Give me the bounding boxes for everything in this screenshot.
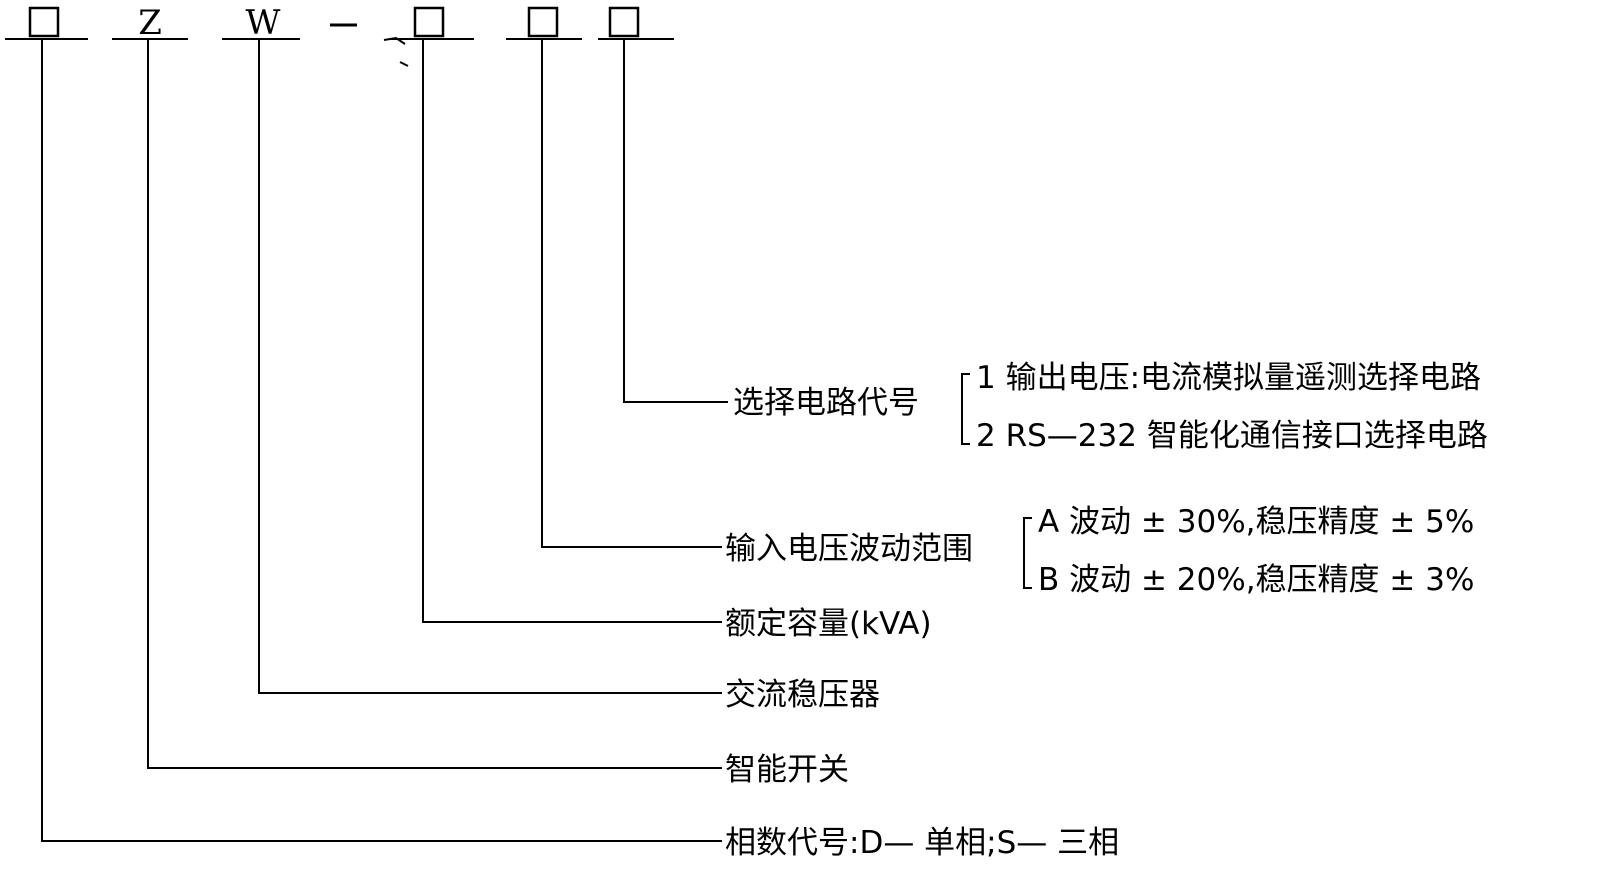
label-w: 交流稳压器 <box>725 677 880 713</box>
option-circuit-1: 1 输出电压:电流模拟量遥测选择电路 <box>976 360 1481 396</box>
option-range-a: A 波动 ± 30%,稳压精度 ± 5% <box>1038 504 1474 540</box>
braces <box>961 373 1032 589</box>
label-range: 输入电压波动范围 <box>725 531 973 567</box>
label-phase: 相数代号:D— 单相;S— 三相 <box>725 825 1119 861</box>
box-phase <box>28 6 60 38</box>
leader-lines <box>41 39 728 842</box>
leader-phase <box>41 39 722 842</box>
box-range <box>527 6 559 38</box>
code-symbols: Z W <box>28 3 640 67</box>
option-circuit-2: 2 RS—232 智能化通信接口选择电路 <box>976 418 1488 454</box>
box-circuit <box>608 6 640 38</box>
label-z: 智能开关 <box>725 752 849 788</box>
leader-w <box>258 39 722 694</box>
code-letter-w: W <box>246 3 281 43</box>
leader-capacity <box>422 39 722 623</box>
label-circuit: 选择电路代号 <box>733 385 919 421</box>
code-letter-z: Z <box>138 3 162 43</box>
options: 1 输出电压:电流模拟量遥测选择电路 2 RS—232 智能化通信接口选择电路 … <box>976 360 1488 598</box>
label-capacity: 额定容量(kVA) <box>725 606 932 642</box>
box-capacity <box>413 6 445 38</box>
brace-circuit <box>961 373 970 445</box>
leader-circuit <box>623 39 728 403</box>
leader-z <box>147 39 722 769</box>
scan-mark-2 <box>399 61 409 67</box>
brace-range <box>1023 517 1032 589</box>
scan-mark <box>383 36 406 45</box>
leader-range <box>541 39 722 548</box>
option-range-b: B 波动 ± 20%,稳压精度 ± 3% <box>1038 562 1474 598</box>
labels: 选择电路代号 输入电压波动范围 额定容量(kVA) 交流稳压器 智能开关 相数代… <box>725 385 1119 861</box>
